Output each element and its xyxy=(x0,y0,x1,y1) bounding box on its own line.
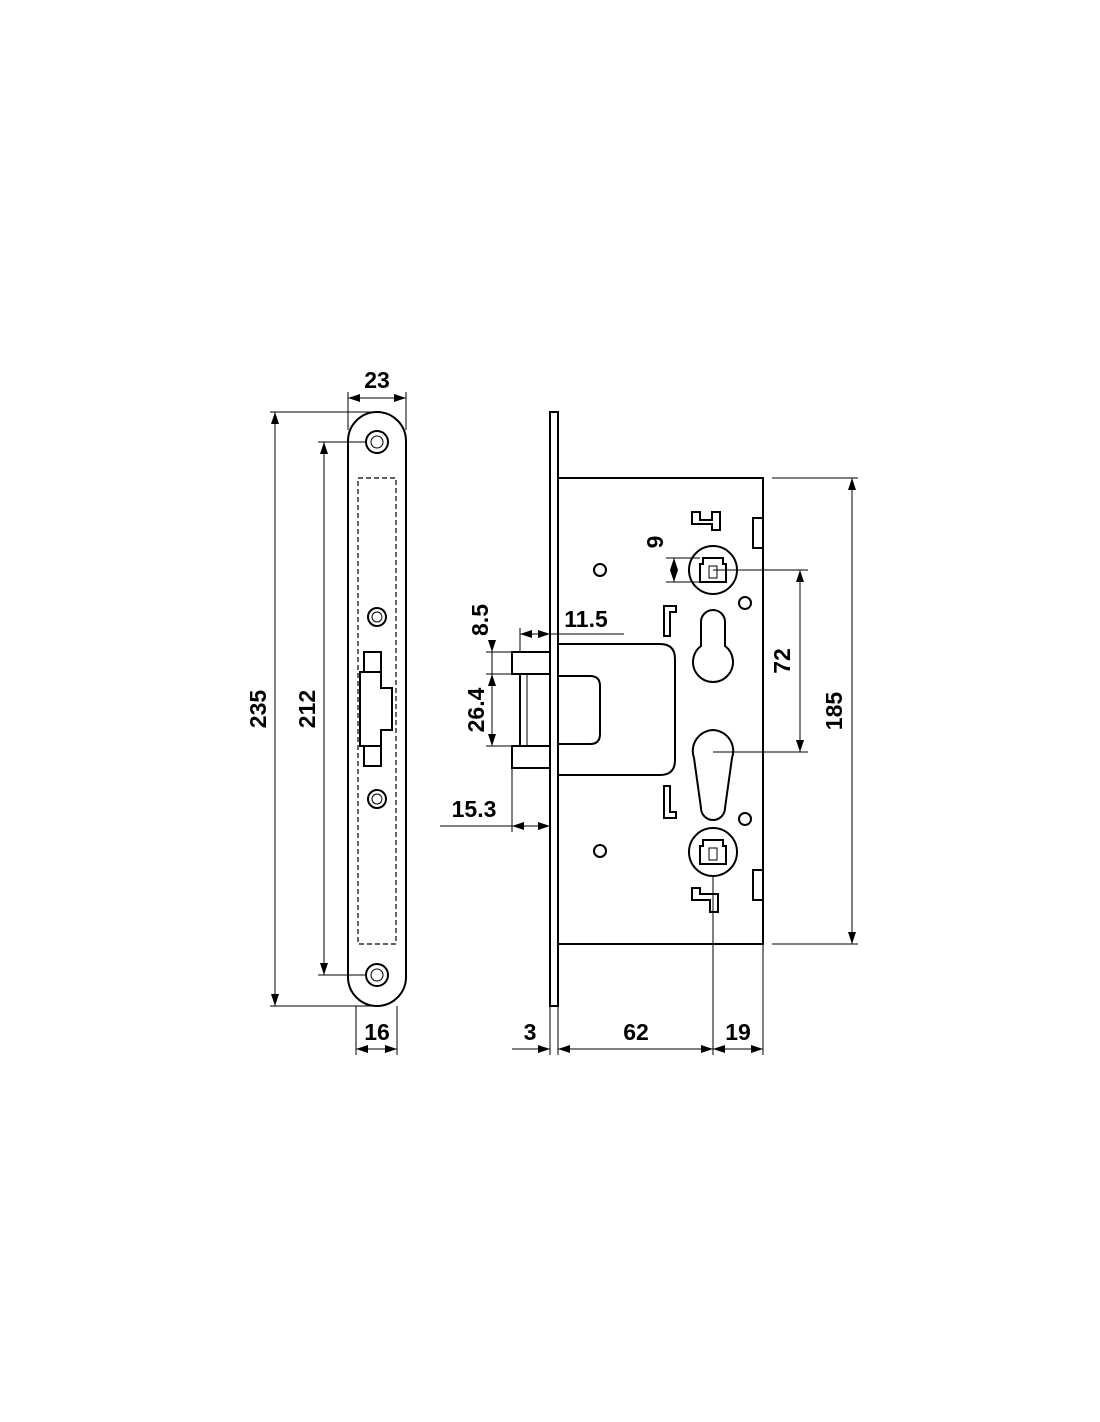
dim-label-23: 23 xyxy=(364,367,390,393)
dim-label-15-3: 15.3 xyxy=(452,796,497,822)
dim-label-62: 62 xyxy=(623,1019,649,1045)
dim-label-3: 3 xyxy=(524,1019,537,1045)
dim-label-235: 235 xyxy=(245,690,271,729)
internal-plate xyxy=(558,643,676,776)
dim-faceplate-length: 235 xyxy=(245,411,372,1007)
dim-label-8-5: 8.5 xyxy=(467,604,493,636)
follower-lower xyxy=(688,827,738,877)
latch-bolt-bottom xyxy=(511,745,551,769)
dim-center-distance: 72 xyxy=(713,569,808,753)
forend-strip xyxy=(549,411,559,1007)
faceplate-outline xyxy=(347,411,407,1007)
rear-tab-lower xyxy=(752,869,764,901)
rear-tab-upper xyxy=(752,517,764,549)
case-hole-1 xyxy=(593,563,607,577)
screw-hole-upper-middle xyxy=(367,607,387,627)
latch-opening xyxy=(359,651,393,767)
screw-hole-top xyxy=(365,430,389,454)
dim-label-26-4: 26.4 xyxy=(463,687,489,732)
faceplate-recess xyxy=(357,477,397,945)
dim-label-11-5: 11.5 xyxy=(564,606,608,632)
faceplate-view: 23 235 212 16 xyxy=(245,367,407,1055)
dim-bolt-projection: 15.3 xyxy=(440,768,550,832)
lock-body-view: 11.5 8.5 26.4 15.3 9 xyxy=(440,411,858,1055)
bracket-lower xyxy=(663,785,677,819)
dim-latch-projection: 11.5 xyxy=(519,606,624,652)
dim-label-72: 72 xyxy=(769,648,795,674)
latch-bolt-top xyxy=(511,651,551,675)
dim-square-offset: 9 xyxy=(642,536,700,583)
case-hole-2 xyxy=(738,596,752,610)
dim-faceplate-16: 16 xyxy=(355,1006,398,1055)
case-hole-4 xyxy=(593,844,607,858)
dim-label-212: 212 xyxy=(294,690,320,728)
cylinder-cutout xyxy=(691,728,735,821)
dim-body-height: 185 xyxy=(772,477,858,945)
hook-top xyxy=(691,511,721,531)
screw-hole-lower-middle xyxy=(367,789,387,809)
dim-latch-height: 8.5 xyxy=(467,604,512,675)
case-hole-3 xyxy=(738,812,752,826)
keyhole-upper xyxy=(692,608,734,683)
dim-latch-spacing: 26.4 xyxy=(463,674,512,747)
dim-label-19: 19 xyxy=(725,1019,751,1045)
hook-bottom xyxy=(691,887,719,913)
screw-hole-bottom xyxy=(365,963,389,987)
latch-body xyxy=(519,673,551,747)
dim-screw-spacing: 212 xyxy=(294,441,366,976)
bracket-upper xyxy=(663,605,677,637)
dim-bottom-chain: 3 62 19 xyxy=(512,876,764,1055)
dim-faceplate-width: 23 xyxy=(347,367,407,430)
dim-label-16: 16 xyxy=(364,1019,390,1045)
dim-label-185: 185 xyxy=(821,692,847,731)
lock-case xyxy=(557,477,764,945)
dim-label-9: 9 xyxy=(642,536,668,549)
